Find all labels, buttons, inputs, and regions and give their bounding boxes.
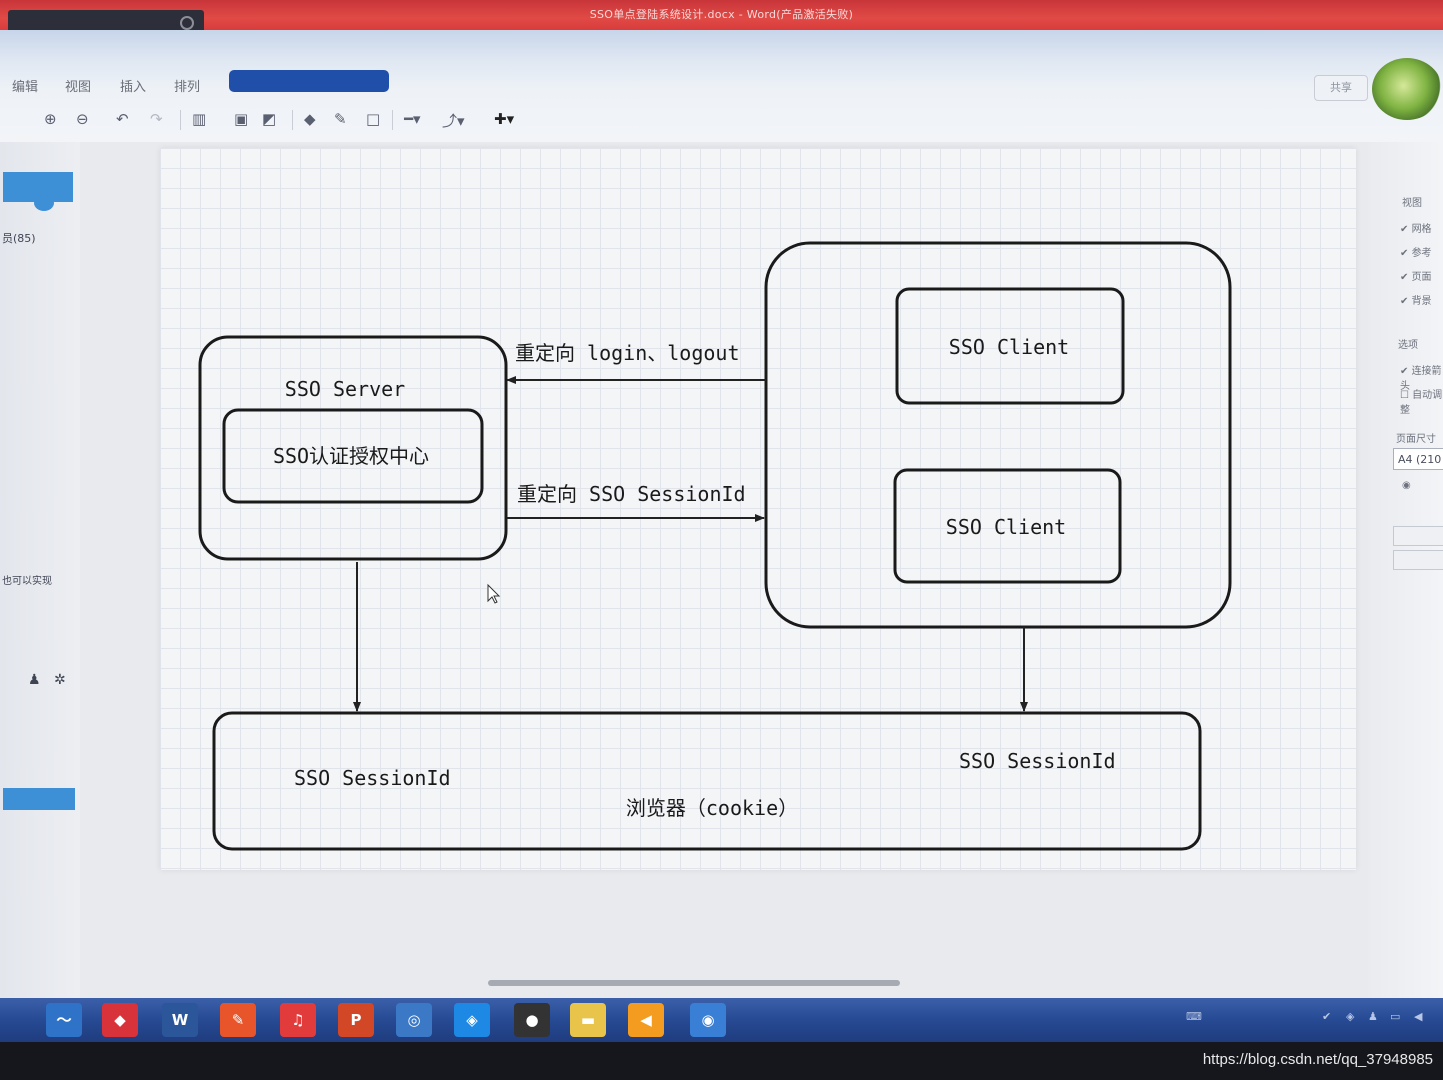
to-back-icon[interactable]: ◩ bbox=[262, 110, 277, 128]
toolbar-divider bbox=[392, 110, 393, 130]
power-icon[interactable] bbox=[180, 16, 194, 30]
monitor-bezel bbox=[0, 1042, 1443, 1080]
source-watermark: https://blog.csdn.net/qq_37948985 bbox=[1202, 1051, 1433, 1068]
chrome-icon[interactable]: ◉ bbox=[690, 1003, 726, 1037]
page-size-label: 页面尺寸 bbox=[1396, 434, 1436, 445]
toolbar-divider bbox=[292, 110, 293, 130]
browser-left-session-label: SSO SessionId bbox=[294, 766, 451, 790]
sso-client-box-2[interactable] bbox=[893, 468, 1122, 584]
view-check-page[interactable]: ✔ 页面 bbox=[1400, 272, 1432, 283]
network-icon[interactable]: ✔ bbox=[1322, 1010, 1332, 1023]
shield-icon[interactable]: ◈ bbox=[454, 1003, 490, 1037]
toolbar-divider bbox=[180, 110, 181, 130]
redo-icon[interactable]: ↷ bbox=[150, 110, 163, 128]
line-style-icon[interactable]: ━▾ bbox=[404, 110, 421, 128]
member-count: 员(85) bbox=[2, 232, 36, 245]
options-section-title: 选项 bbox=[1398, 340, 1418, 351]
shield-tray-icon[interactable]: ◈ bbox=[1346, 1010, 1355, 1023]
undo-icon[interactable]: ↶ bbox=[116, 110, 129, 128]
tab-insert[interactable]: 插入 bbox=[120, 80, 147, 95]
display-icon[interactable]: ▭ bbox=[1390, 1010, 1401, 1023]
app-icon[interactable]: 〜 bbox=[46, 1003, 82, 1037]
format-button-1[interactable] bbox=[1393, 526, 1443, 546]
view-check-grid[interactable]: ✔ 网格 bbox=[1400, 224, 1432, 235]
delete-icon[interactable]: ▥ bbox=[192, 110, 207, 128]
left-panel-button[interactable] bbox=[3, 788, 75, 810]
folder-icon[interactable]: ▬ bbox=[570, 1003, 606, 1037]
user-icon[interactable]: ♟ bbox=[28, 672, 41, 688]
tab-view[interactable]: 视图 bbox=[65, 80, 92, 95]
tab-active[interactable] bbox=[229, 70, 389, 92]
shadow-icon[interactable]: □ bbox=[366, 110, 381, 128]
format-button-2[interactable] bbox=[1393, 550, 1443, 570]
red-box-icon[interactable]: ◆ bbox=[102, 1003, 138, 1037]
option-check-connect[interactable]: ✔ 连接箭头 bbox=[1400, 366, 1442, 392]
format-panel bbox=[1368, 142, 1443, 1002]
share-button[interactable]: 共享 bbox=[1314, 75, 1368, 101]
mouse-cursor-icon bbox=[487, 583, 501, 604]
fill-color-icon[interactable]: ◆ bbox=[304, 110, 316, 128]
window-title: SSO单点登陆系统设计.docx - Word(产品激活失败) bbox=[589, 8, 854, 21]
browser-icon[interactable]: ◎ bbox=[396, 1003, 432, 1037]
browser-box[interactable] bbox=[212, 711, 1202, 851]
view-check-background[interactable]: ✔ 背景 bbox=[1400, 296, 1432, 307]
browser-cookie-label: 浏览器（cookie） bbox=[626, 796, 798, 820]
powerpoint-icon[interactable]: P bbox=[338, 1003, 374, 1037]
user-tray-icon[interactable]: ♟ bbox=[1368, 1010, 1378, 1023]
browser-right-session-label: SSO SessionId bbox=[959, 749, 1116, 773]
view-check-guides[interactable]: ✔ 参考 bbox=[1400, 248, 1432, 259]
redirect-login-label: 重定向 login、logout bbox=[515, 341, 740, 365]
tab-edit[interactable]: 编辑 bbox=[12, 80, 39, 95]
keyboard-icon[interactable]: ⌨ bbox=[1186, 1010, 1202, 1023]
zoom-in-icon[interactable]: ⊕ bbox=[44, 110, 57, 128]
sso-server-label: SSO Server bbox=[285, 377, 405, 401]
record-icon[interactable]: ● bbox=[514, 1003, 550, 1037]
redirect-session-label: 重定向 SSO SessionId bbox=[517, 482, 746, 506]
sso-client-box-1[interactable] bbox=[895, 287, 1125, 405]
horizontal-scrollbar[interactable] bbox=[488, 980, 900, 986]
left-panel bbox=[0, 142, 80, 1002]
orientation-radio[interactable]: ◉ bbox=[1402, 480, 1411, 491]
connector-icon[interactable]: ⤴▾ bbox=[442, 112, 465, 130]
title-bar: SSO单点登陆系统设计.docx - Word(产品激活失败) bbox=[0, 0, 1443, 30]
auth-center-box[interactable] bbox=[222, 408, 484, 504]
speaker-icon[interactable]: ◀ bbox=[628, 1003, 664, 1037]
app-logo bbox=[1372, 58, 1442, 120]
left-side-text: 也可以实现 bbox=[2, 576, 52, 587]
pen-icon[interactable]: ✎ bbox=[220, 1003, 256, 1037]
sso-client-label-1: SSO Client bbox=[949, 335, 1069, 359]
volume-icon[interactable]: ◀ bbox=[1414, 1010, 1423, 1023]
tab-arrange[interactable]: 排列 bbox=[174, 80, 201, 95]
gear-icon[interactable]: ✲ bbox=[54, 672, 66, 688]
sso-client-label-2: SSO Client bbox=[946, 515, 1066, 539]
option-check-auto[interactable]: ☐ 自动调整 bbox=[1400, 390, 1443, 416]
clients-container-box[interactable] bbox=[764, 241, 1232, 629]
line-color-icon[interactable]: ✎ bbox=[334, 110, 347, 128]
view-section-title: 视图 bbox=[1402, 198, 1422, 209]
to-front-icon[interactable]: ▣ bbox=[234, 110, 249, 128]
sso-server-box[interactable] bbox=[198, 335, 508, 561]
diagram-page[interactable] bbox=[160, 148, 1356, 870]
insert-plus-icon[interactable]: ✚▾ bbox=[494, 110, 515, 128]
zoom-out-icon[interactable]: ⊖ bbox=[76, 110, 89, 128]
toggle-icon[interactable] bbox=[34, 195, 54, 211]
music-icon[interactable]: ♫ bbox=[280, 1003, 316, 1037]
auth-center-label: SSO认证授权中心 bbox=[273, 444, 429, 468]
page-size-select[interactable]: A4 (210 bbox=[1393, 448, 1443, 470]
word-icon[interactable]: W bbox=[162, 1003, 198, 1037]
